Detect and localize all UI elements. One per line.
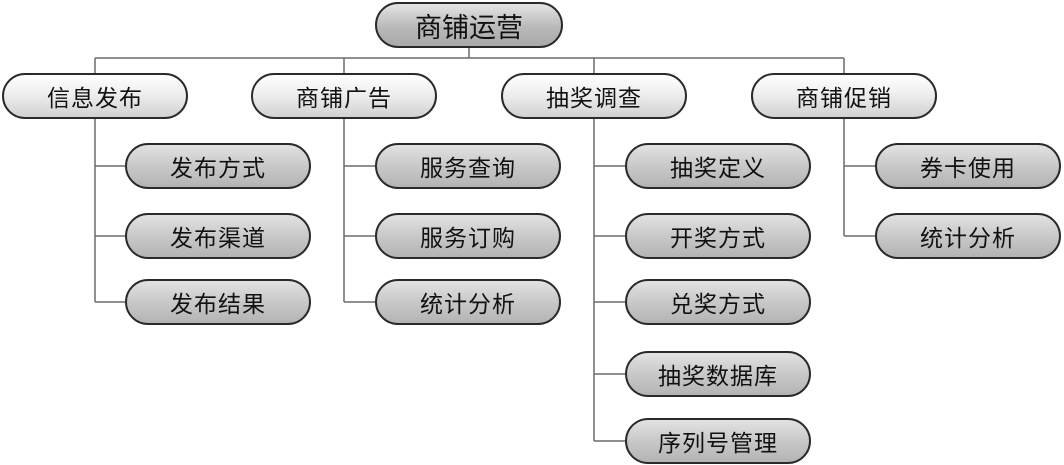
leaf-node: 开奖方式 <box>625 213 811 259</box>
category-node-label: 商铺促销 <box>796 86 892 112</box>
leaf-node: 券卡使用 <box>875 143 1061 189</box>
leaf-node-label: 发布渠道 <box>170 226 266 252</box>
leaf-node: 发布结果 <box>125 279 311 325</box>
category-node-shop-promotion: 商铺促销 <box>751 73 937 119</box>
leaf-node-label: 抽奖定义 <box>670 156 766 182</box>
leaf-node-label: 发布结果 <box>170 292 266 318</box>
leaf-node: 统计分析 <box>375 279 561 325</box>
category-node-shop-ads: 商铺广告 <box>251 73 437 119</box>
leaf-node-label: 服务订购 <box>420 226 516 252</box>
root-node-label: 商铺运营 <box>415 12 523 44</box>
category-node-lottery-survey: 抽奖调查 <box>501 73 687 119</box>
category-node-label: 商铺广告 <box>296 86 392 112</box>
leaf-node: 序列号管理 <box>625 418 811 464</box>
leaf-node-label: 统计分析 <box>920 226 1016 252</box>
leaf-node: 服务订购 <box>375 213 561 259</box>
leaf-node: 兑奖方式 <box>625 279 811 325</box>
leaf-node-label: 抽奖数据库 <box>658 364 778 390</box>
leaf-node-label: 发布方式 <box>170 156 266 182</box>
leaf-node: 统计分析 <box>875 213 1061 259</box>
leaf-node-label: 开奖方式 <box>670 226 766 252</box>
root-node: 商铺运营 <box>375 2 563 48</box>
leaf-node: 抽奖定义 <box>625 143 811 189</box>
leaf-node-label: 服务查询 <box>420 156 516 182</box>
leaf-node-label: 券卡使用 <box>920 156 1016 182</box>
leaf-node: 抽奖数据库 <box>625 351 811 397</box>
leaf-node: 服务查询 <box>375 143 561 189</box>
category-node-info-publish: 信息发布 <box>2 73 188 119</box>
category-node-label: 抽奖调查 <box>546 86 642 112</box>
leaf-node: 发布方式 <box>125 143 311 189</box>
leaf-node-label: 统计分析 <box>420 292 516 318</box>
leaf-node: 发布渠道 <box>125 213 311 259</box>
leaf-node-label: 序列号管理 <box>658 431 778 457</box>
category-node-label: 信息发布 <box>47 86 143 112</box>
leaf-node-label: 兑奖方式 <box>670 292 766 318</box>
